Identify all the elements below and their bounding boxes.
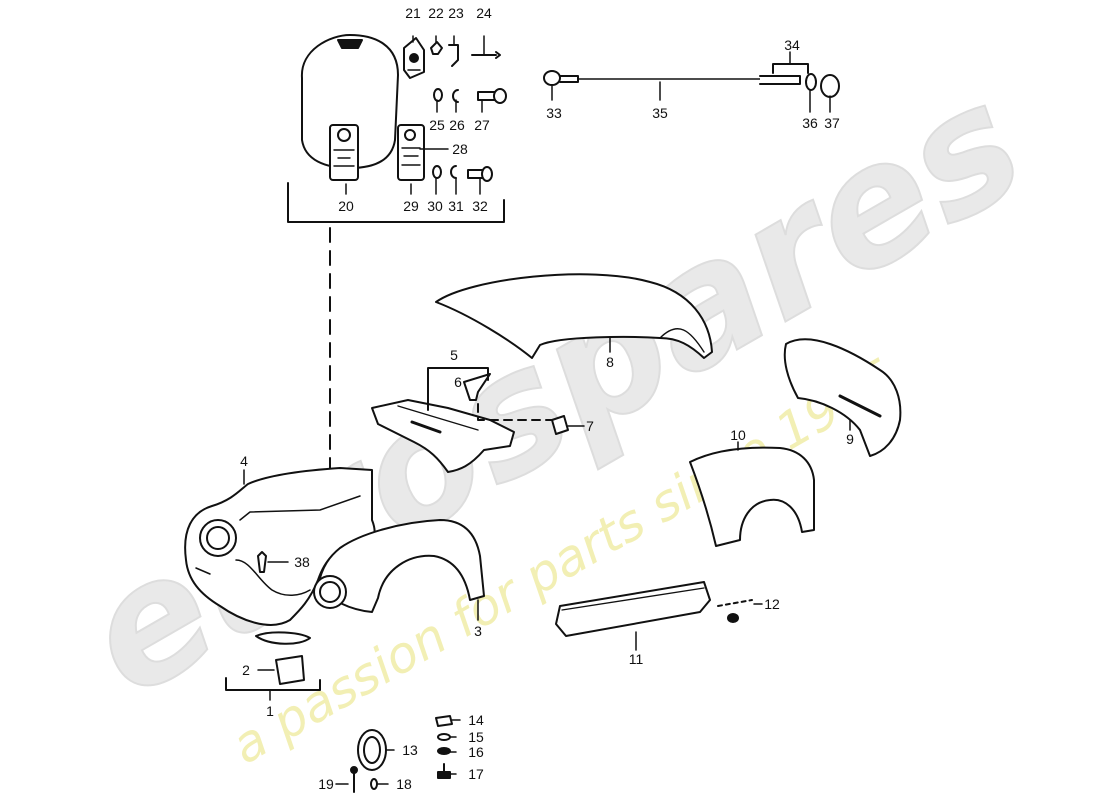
callout-36: 36 xyxy=(802,115,818,131)
rear-fender-part xyxy=(689,446,815,547)
callout-6: 6 xyxy=(454,374,462,390)
front-body-part xyxy=(184,467,376,626)
front-fender-part xyxy=(313,519,485,613)
bracket-34 xyxy=(772,63,809,74)
bracket-part xyxy=(448,44,459,67)
callout-7: 7 xyxy=(586,418,594,434)
nut-part xyxy=(430,41,443,55)
sill-screws-part xyxy=(717,599,753,623)
callout-16: 16 xyxy=(468,744,484,760)
bolt-17-part xyxy=(437,763,451,779)
leader-lines xyxy=(243,35,851,785)
callout-8: 8 xyxy=(606,354,614,370)
washer-part xyxy=(433,88,443,102)
callout-labels: 1 2 3 4 5 6 7 8 9 10 11 12 13 14 15 16 1… xyxy=(240,5,854,792)
callout-26: 26 xyxy=(449,117,465,133)
washer-lower-part xyxy=(432,165,442,179)
callout-37: 37 xyxy=(824,115,840,131)
lock-mechanism-part xyxy=(403,37,425,79)
callout-38: 38 xyxy=(294,554,310,570)
mirror-bracket-part xyxy=(463,373,491,401)
callout-24: 24 xyxy=(476,5,492,21)
bolt-lower-part xyxy=(467,166,493,182)
callout-15: 15 xyxy=(468,729,484,745)
clip-lower-part xyxy=(450,165,457,179)
nose-grille-part xyxy=(255,631,311,645)
callout-29: 29 xyxy=(403,198,419,214)
watermark-brand: eurospares xyxy=(54,46,1053,734)
callout-30: 30 xyxy=(427,198,443,214)
callout-34: 34 xyxy=(784,37,800,53)
callout-1: 1 xyxy=(266,703,274,719)
callout-14: 14 xyxy=(468,712,484,728)
plug-part xyxy=(551,415,569,435)
lock-plate-part xyxy=(397,124,425,181)
callout-20: 20 xyxy=(338,198,354,214)
callout-31: 31 xyxy=(448,198,464,214)
callout-21: 21 xyxy=(405,5,421,21)
callout-11: 11 xyxy=(629,651,644,667)
bracket-1 xyxy=(225,677,321,691)
callout-17: 17 xyxy=(468,766,484,782)
roof-panel-part xyxy=(435,273,713,359)
pin-part xyxy=(471,51,501,59)
callout-28: 28 xyxy=(452,141,468,157)
callout-3: 3 xyxy=(474,623,482,639)
bolt-part xyxy=(477,88,507,104)
rear-body-part xyxy=(783,338,902,457)
washer-15-part xyxy=(437,733,451,741)
callout-33: 33 xyxy=(546,105,562,121)
grille-ring-part xyxy=(357,729,387,771)
callout-12: 12 xyxy=(764,596,780,612)
hood-cable-part xyxy=(543,70,840,98)
callout-32: 32 xyxy=(472,198,488,214)
group-bracket xyxy=(287,182,505,223)
callout-23: 23 xyxy=(448,5,464,21)
bracket-5 xyxy=(427,367,489,411)
callout-18: 18 xyxy=(396,776,412,792)
screw-part xyxy=(257,551,267,573)
callout-2: 2 xyxy=(242,662,250,678)
callout-19: 19 xyxy=(318,776,334,792)
dash-line-6-7 xyxy=(477,403,553,421)
clip-14-part xyxy=(435,715,453,727)
screw-19-part xyxy=(350,766,358,793)
callout-4: 4 xyxy=(240,453,248,469)
callout-5: 5 xyxy=(450,347,458,363)
callout-25: 25 xyxy=(429,117,445,133)
callout-13: 13 xyxy=(402,742,418,758)
callout-27: 27 xyxy=(474,117,490,133)
callout-10: 10 xyxy=(730,427,746,443)
washer-16-part xyxy=(437,747,451,755)
small-plate-part xyxy=(275,655,305,685)
grommet-part xyxy=(370,778,378,790)
hood-lid-part xyxy=(300,34,399,181)
rocker-panel-part xyxy=(555,581,711,637)
parts-drawing xyxy=(184,34,902,793)
callout-35: 35 xyxy=(652,105,668,121)
callout-9: 9 xyxy=(846,431,854,447)
watermark: eurospares a passion for parts since 198… xyxy=(53,45,1054,776)
callout-22: 22 xyxy=(428,5,444,21)
